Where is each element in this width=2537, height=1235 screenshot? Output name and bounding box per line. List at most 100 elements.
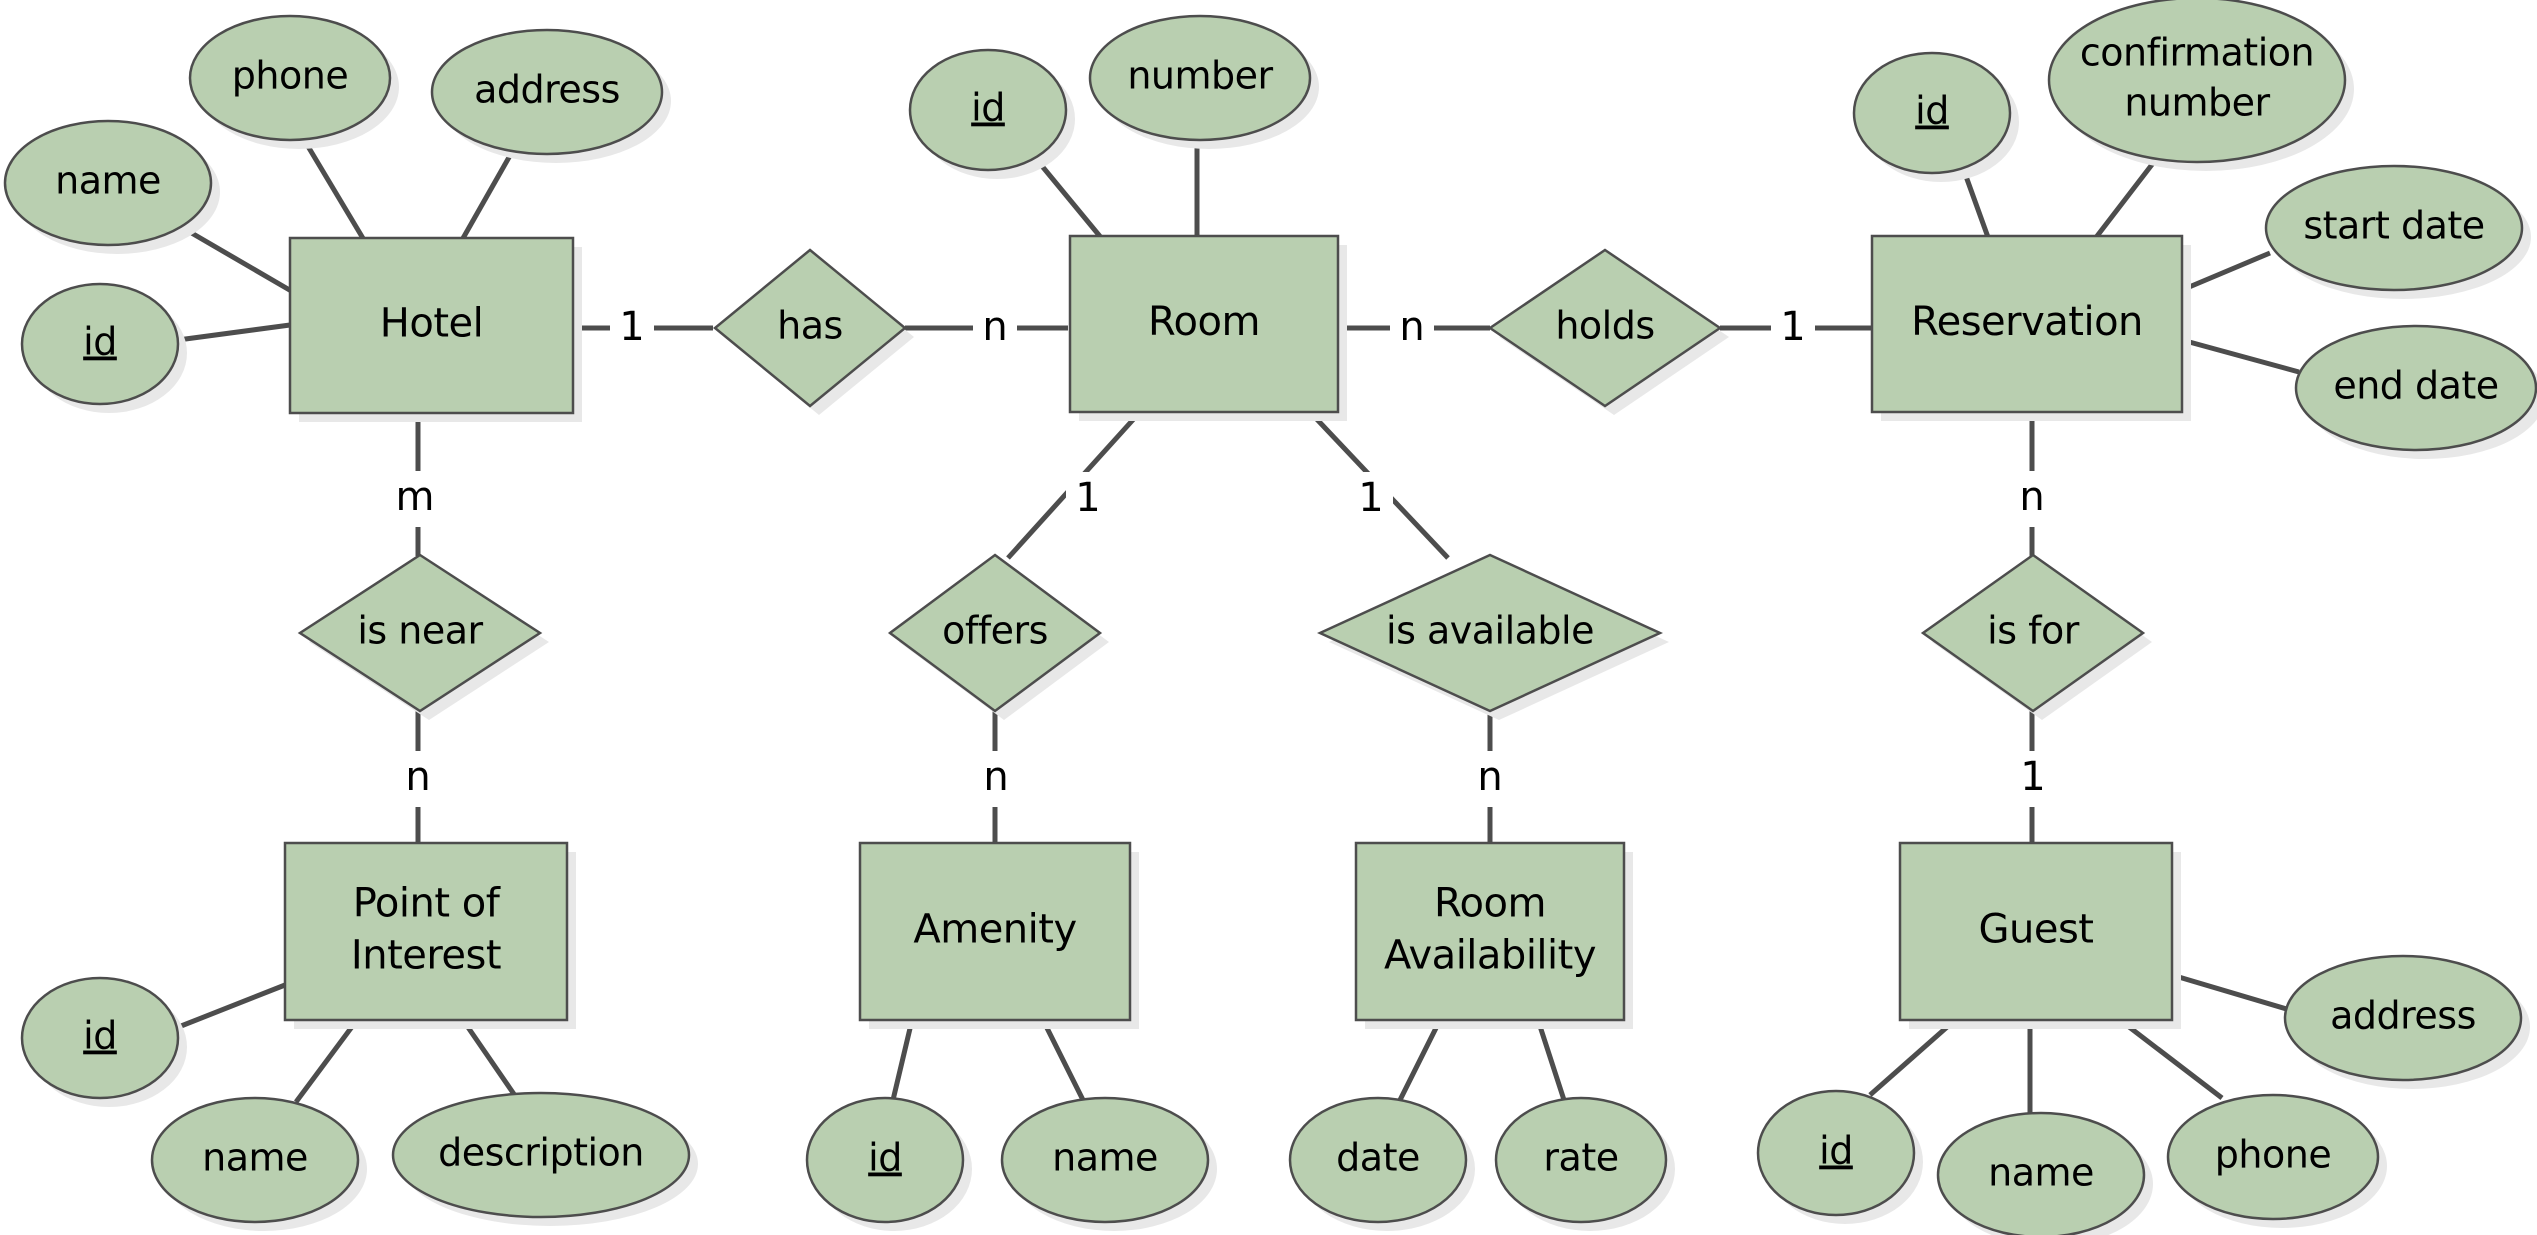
edge-amenity-to-id-attr	[890, 1019, 915, 1101]
cardinality-room-offers: 1	[1075, 475, 1100, 521]
attribute-ellipse-hotel-phone[interactable]	[188, 14, 392, 142]
cardinality-has-room: n	[982, 304, 1007, 350]
cardinality-offers-amenity: n	[983, 754, 1008, 800]
cardinality-reservation-is-for: n	[2019, 474, 2044, 520]
attribute-ellipse-reservation-confirmation-number[interactable]	[2047, 0, 2347, 164]
entity-label-amenity: Amenity	[913, 907, 1076, 953]
attribute-ellipse-room-number[interactable]	[1088, 14, 1312, 142]
attribute-ellipse-poi-id[interactable]	[20, 976, 180, 1100]
attribute-ellipse-reservation-end-date[interactable]	[2294, 324, 2537, 452]
entity-box-hotel[interactable]	[288, 236, 575, 415]
attribute-label-reservation-confirmation-number: number	[2124, 81, 2270, 125]
attribute-label-hotel-phone: phone	[232, 54, 348, 98]
entity-label-hotel: Hotel	[380, 301, 483, 347]
attribute-key-label-room-id: id	[971, 86, 1005, 130]
attribute-ellipse-hotel-address[interactable]	[430, 28, 664, 156]
relationship-diamond-holds[interactable]	[1487, 248, 1723, 408]
edge-amenity-to-name-attr	[1040, 1018, 1086, 1102]
entity-box-room[interactable]	[1068, 234, 1340, 414]
cardinality-hotel-has: 1	[619, 304, 644, 350]
relationship-diamond-has[interactable]	[713, 248, 907, 408]
cardinality-backdrop-hotel-is-near	[393, 471, 437, 527]
cardinality-is-available-ra: n	[1477, 754, 1502, 800]
edge-confirmation-attr-to-reservation	[2092, 156, 2159, 242]
shape-layer	[3, 0, 2537, 1235]
cardinality-room-is-available: 1	[1358, 475, 1383, 521]
attribute-label-poi-description: description	[438, 1131, 644, 1175]
cardinality-backdrop-room-holds	[1390, 301, 1434, 357]
cardinality-backdrop-is-available-ra	[1468, 751, 1512, 807]
attribute-ellipse-guest-address[interactable]	[2283, 954, 2523, 1082]
cardinality-is-for-guest: 1	[2020, 754, 2045, 800]
entity-box-reservation[interactable]	[1870, 234, 2184, 414]
edge-phone-attr-to-hotel	[300, 136, 367, 242]
attribute-ellipse-amenity-id[interactable]	[805, 1096, 965, 1224]
attribute-key-label-poi-id: id	[83, 1014, 117, 1058]
edge-roomavail-to-rate-attr	[1535, 1019, 1567, 1101]
cardinality-backdrop-is-near-poi	[396, 751, 440, 807]
attribute-ellipse-hotel-name[interactable]	[3, 119, 213, 247]
attribute-ellipse-guest-phone[interactable]	[2166, 1093, 2380, 1221]
attribute-ellipse-poi-description[interactable]	[391, 1091, 691, 1219]
cardinality-backdrop-hotel-has	[610, 301, 654, 357]
edge-roomavail-to-date-attr	[1397, 1018, 1443, 1102]
attribute-label-poi-name: name	[202, 1136, 308, 1180]
relationship-diamond-is_for[interactable]	[1920, 553, 2146, 713]
attribute-label-guest-phone: phone	[2215, 1133, 2331, 1177]
attribute-label-hotel-name: name	[55, 159, 161, 203]
entity-label-reservation: Reservation	[1911, 299, 2143, 345]
relationship-label-holds: holds	[1555, 304, 1654, 348]
cardinality-is-near-poi: n	[405, 754, 430, 800]
entity-box-poi[interactable]	[283, 841, 569, 1022]
attribute-ellipse-poi-name[interactable]	[150, 1096, 360, 1224]
cardinality-hotel-is-near: m	[396, 474, 435, 520]
edge-poi-to-name-attr	[293, 1018, 360, 1104]
entity-label-guest: Guest	[1979, 907, 2094, 953]
relationship-label-is_for: is for	[1987, 609, 2080, 653]
cardinality-backdrop-room-offers	[1066, 472, 1110, 528]
entity-label-room: Room	[1148, 299, 1260, 345]
attribute-ellipse-roomavail-rate[interactable]	[1494, 1096, 1668, 1224]
relationship-diamond-is_near[interactable]	[297, 553, 543, 713]
relationship-diamond-offers[interactable]	[887, 553, 1103, 713]
cardinality-backdrop-reservation-is-for	[2010, 471, 2054, 527]
attribute-ellipse-room-id[interactable]	[908, 48, 1068, 172]
relationship-label-offers: offers	[942, 609, 1048, 653]
attribute-ellipse-roomavail-date[interactable]	[1288, 1096, 1468, 1224]
attribute-key-label-hotel-id: id	[83, 320, 117, 364]
cardinality-backdrop-offers-amenity	[974, 751, 1018, 807]
cardinality-layer: 1 n n 1 m n 1 n 1 n n 1	[393, 301, 2055, 807]
relationship-label-is_near: is near	[357, 609, 483, 653]
entity-label-poi: Interest	[351, 933, 501, 979]
cardinality-room-holds: n	[1399, 304, 1424, 350]
edge-name-attr-to-hotel	[181, 225, 295, 295]
attribute-ellipse-guest-id[interactable]	[1756, 1089, 1916, 1217]
attribute-ellipse-guest-name[interactable]	[1936, 1111, 2146, 1235]
edge-id-attr-hotel-to-hotel	[177, 322, 291, 343]
entity-box-guest[interactable]	[1898, 841, 2174, 1022]
attribute-label-reservation-start-date: start date	[2303, 204, 2484, 248]
edge-address-attr-to-hotel	[459, 150, 515, 242]
attribute-label-guest-address: address	[2330, 994, 2476, 1038]
relationship-label-has: has	[777, 304, 843, 348]
edge-poi-to-descr-attr	[460, 1018, 521, 1102]
relationship-diamond-is_available[interactable]	[1317, 553, 1663, 713]
attribute-label-roomavail-date: date	[1336, 1136, 1420, 1180]
attribute-ellipse-reservation-start-date[interactable]	[2264, 164, 2524, 292]
cardinality-holds-reservation: 1	[1780, 304, 1805, 350]
attribute-key-label-reservation-id: id	[1915, 89, 1949, 133]
attribute-ellipse-reservation-id[interactable]	[1852, 51, 2012, 175]
entity-label-roomavail: Room	[1434, 881, 1546, 927]
entity-box-roomavail[interactable]	[1354, 841, 1626, 1022]
edge-id-attr-room-to-room	[1035, 158, 1105, 242]
attribute-ellipse-amenity-name[interactable]	[1000, 1096, 1210, 1224]
edge-guest-to-id-attr	[1868, 1018, 1957, 1097]
edge-enddate-attr-to-reservation	[2181, 337, 2300, 375]
attribute-label-room-number: number	[1127, 54, 1273, 98]
edge-guest-to-address-attr	[2171, 972, 2291, 1013]
attribute-ellipse-hotel-id[interactable]	[20, 282, 180, 406]
entity-box-amenity[interactable]	[858, 841, 1132, 1022]
